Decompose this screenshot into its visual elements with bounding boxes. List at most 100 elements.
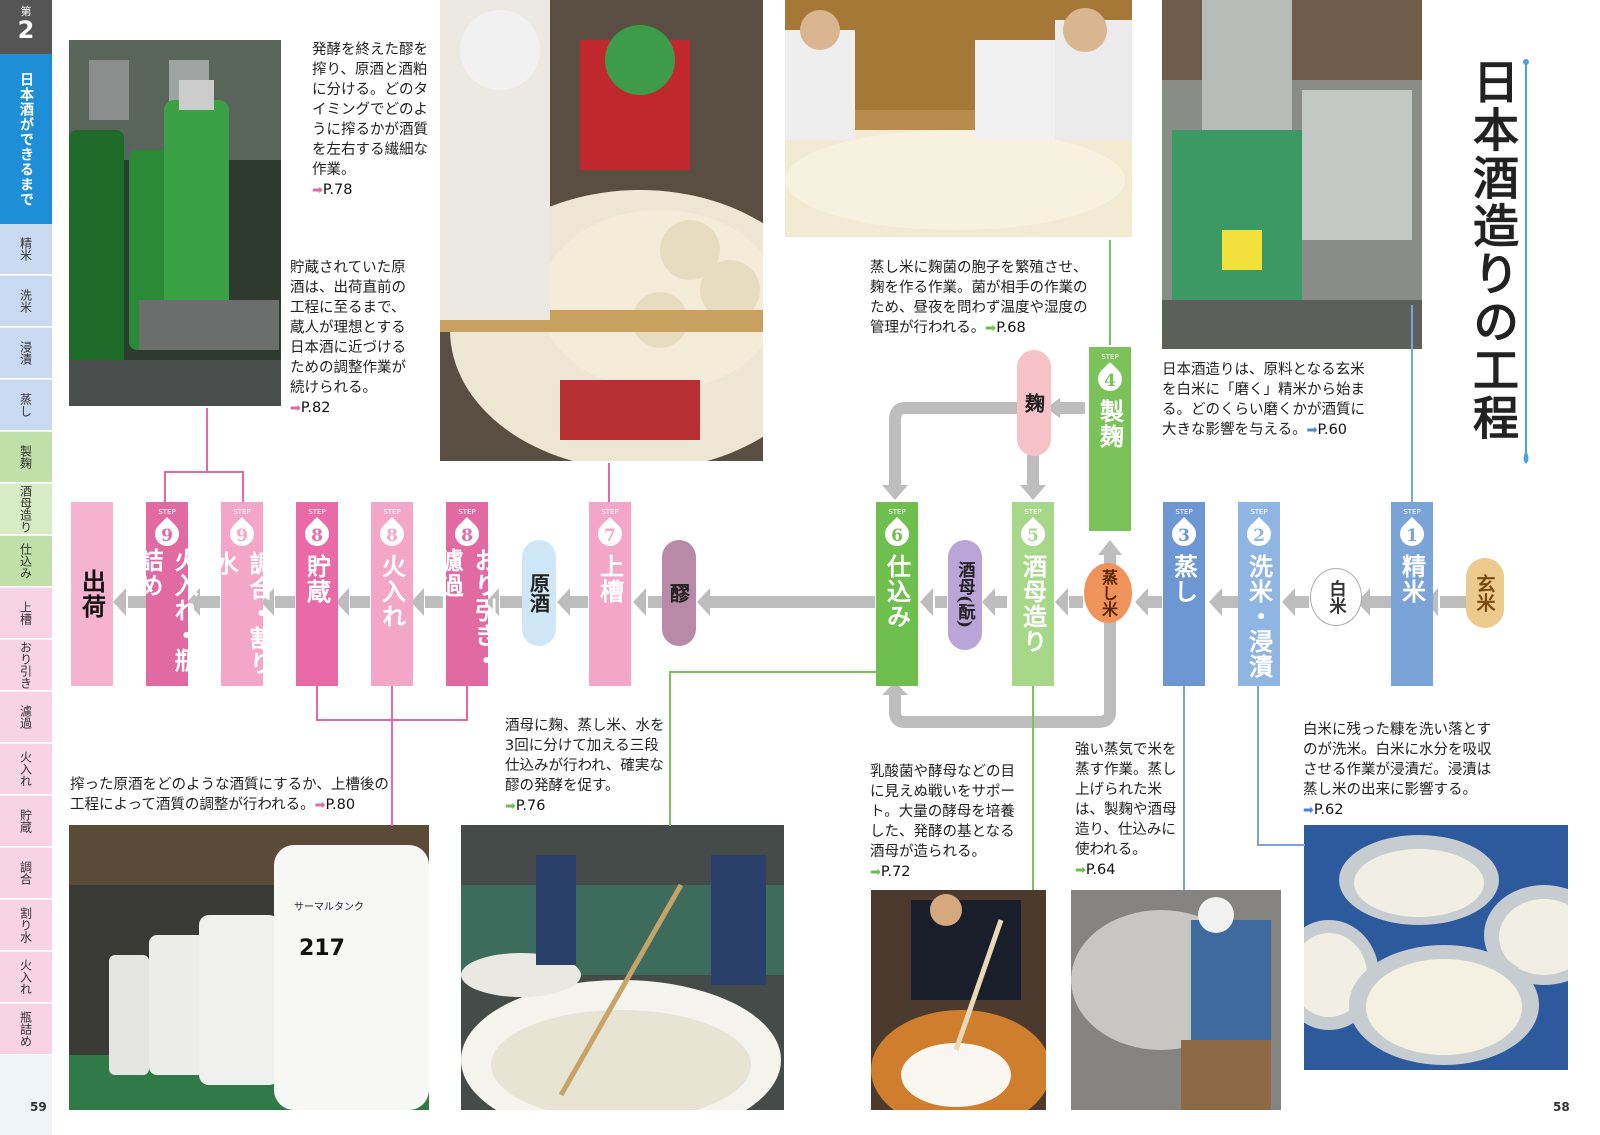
drop-icon: STEP 9 <box>150 508 184 551</box>
tab-index-item[interactable]: 洗米 <box>0 276 52 327</box>
tab-index-item[interactable]: 仕込み <box>0 536 52 587</box>
arrow-right-icon: ➡ <box>1306 423 1318 438</box>
ref-mushi-label: P.64 <box>1085 862 1116 878</box>
page-title: 日本酒造りの工程 <box>1466 58 1520 442</box>
drop-icon: STEP 1 <box>1395 508 1429 551</box>
chapter-title[interactable]: 日本酒ができるまで <box>0 54 52 224</box>
arrow-right-icon: ➡ <box>985 321 997 336</box>
tab-index-item[interactable]: おり引き <box>0 640 52 691</box>
step-tag: STEP <box>1101 353 1119 361</box>
tab-index-item[interactable]: 濾過 <box>0 692 52 743</box>
ref-mushi[interactable]: ➡P.64 <box>1075 862 1115 878</box>
tab-index-item[interactable]: 火入れ <box>0 952 52 1003</box>
step-number: 3 <box>1178 526 1190 546</box>
step-label: 酒母造り <box>1018 554 1048 654</box>
ref-chogo-label: P.80 <box>325 797 356 813</box>
step-tag: STEP <box>888 508 906 516</box>
tab-index-item[interactable]: 割り水 <box>0 900 52 951</box>
tab-index-item[interactable]: 調合 <box>0 848 52 899</box>
step-tag: STEP <box>233 508 251 516</box>
photo-storage-tanks: サーマルタンク 217 <box>69 825 429 1110</box>
text-seikiku-body: 蒸し米に麹菌の胞子を繁殖させ、麹を作る作業。菌が相手の作業のため、昼夜を問わず温… <box>870 260 1088 336</box>
photo-mashing-tank <box>461 825 784 1110</box>
ref-seimai-label: P.60 <box>1317 422 1348 438</box>
step-number: 8 <box>386 526 398 546</box>
page-number-left: 59 <box>30 1100 47 1114</box>
tab-index-item[interactable]: 精米 <box>0 224 52 275</box>
step-number: 9 <box>236 526 248 546</box>
text-seikiku: 蒸し米に麹菌の胞子を繁殖させ、麹を作る作業。菌が相手の作業のため、昼夜を問わず温… <box>870 258 1098 339</box>
text-shikomi: 酒母に麹、蒸し米、水を3回に分けて加える三段仕込みが行われ、確実な醪の発酵を促す… <box>505 716 665 817</box>
text-chozo-body: 貯蔵されていた原酒は、出荷直前の工程に至るまで、蔵人が理想とする日本酒に近づける… <box>290 260 406 396</box>
step-label: 洗米・浸漬 <box>1244 554 1274 679</box>
text-chogo: 搾った原酒をどのような酒質にするか、上槽後の工程によって酒質の調整が行われる。➡… <box>70 775 390 816</box>
node-shubo: 酒母(酛) <box>948 540 982 650</box>
text-shikomi-body: 酒母に麹、蒸し米、水を3回に分けて加える三段仕込みが行われ、確実な醪の発酵を促す… <box>505 718 665 794</box>
step-label: 調合・割り水 <box>210 551 274 676</box>
step-box: STEP 9 調合・割り水 <box>210 502 274 686</box>
ref-shikomi[interactable]: ➡P.76 <box>505 798 545 814</box>
step-label: 火入れ <box>377 554 407 629</box>
node-koji: 麹 <box>1017 350 1051 456</box>
tab-index-item[interactable]: 浸漬 <box>0 328 52 379</box>
text-seimai: 日本酒造りは、原料となる玄米を白米に「磨く」精米から始まる。どのくらい磨くかが酒… <box>1162 360 1376 441</box>
text-shubo-body: 乳酸菌や酵母などの目に見えぬ戦いをサポート。大量の酵母を培養した、発酵の基となる… <box>870 764 1015 860</box>
text-chozo: 貯蔵されていた原酒は、出荷直前の工程に至るまで、蔵人が理想とする日本酒に近づける… <box>290 258 408 419</box>
ref-shubo[interactable]: ➡P.72 <box>870 864 910 880</box>
arrow-right-icon: ➡ <box>290 401 301 416</box>
ref-chogo[interactable]: ➡P.80 <box>315 797 355 813</box>
chapter-number-badge: 第 2 <box>0 0 52 54</box>
ref-shikomi-label: P.76 <box>515 798 546 814</box>
node-hakumai: 白米 <box>1310 568 1362 626</box>
text-mushi-body: 強い蒸気で米を蒸す作業。蒸し上げられた米は、製麹や酒母造り、仕込みに使われる。 <box>1075 742 1177 858</box>
ref-jozo[interactable]: ➡P.78 <box>312 182 352 198</box>
text-shubo: 乳酸菌や酵母などの目に見えぬ戦いをサポート。大量の酵母を培養した、発酵の基となる… <box>870 762 1018 883</box>
tab-index-item[interactable]: 瓶詰め <box>0 1004 52 1055</box>
ref-seimai[interactable]: ➡P.60 <box>1307 422 1347 438</box>
step-tag: STEP <box>1403 508 1421 516</box>
step-tag: STEP <box>158 508 176 516</box>
tab-index-item[interactable]: 製麹 <box>0 432 52 483</box>
tank-number-label: 217 <box>299 936 345 961</box>
arrow-right-icon: ➡ <box>1303 803 1314 818</box>
ref-senmai[interactable]: ➡P.62 <box>1303 802 1343 818</box>
step-number: 1 <box>1406 526 1418 546</box>
step-number: 8 <box>461 526 473 546</box>
tank-name-label: サーマルタンク <box>294 901 364 913</box>
ref-seikiku[interactable]: ➡P.68 <box>985 320 1025 336</box>
step-tag: STEP <box>601 508 619 516</box>
step-number: 9 <box>161 526 173 546</box>
node-shukka-label: 出荷 <box>77 569 107 619</box>
step-number: 4 <box>1104 371 1116 391</box>
step-label: 蒸し <box>1169 554 1199 604</box>
step-label: 製麹 <box>1095 399 1125 449</box>
step-label: 仕込み <box>882 554 912 629</box>
tab-index-item[interactable]: 火入れ <box>0 744 52 795</box>
text-mushi: 強い蒸気で米を蒸す作業。蒸し上げられた米は、製麹や酒母造り、仕込みに使われる。 … <box>1075 740 1179 881</box>
page-number-right: 58 <box>1553 1100 1570 1114</box>
tab-index-item[interactable]: 上槽 <box>0 588 52 639</box>
node-genmai: 玄米 <box>1466 558 1504 628</box>
arrow-right-icon: ➡ <box>312 183 323 198</box>
ref-chozo[interactable]: ➡P.82 <box>290 400 330 416</box>
text-jozo-body: 発酵を終えた醪を搾り、原酒と酒粕に分ける。どのタイミングでどのように搾るかが酒質… <box>312 42 428 178</box>
ref-chozo-label: P.82 <box>300 400 331 416</box>
tab-index-item[interactable]: 酒母造り <box>0 484 52 535</box>
tab-index-item[interactable]: 蒸し <box>0 380 52 431</box>
step-number: 8 <box>311 526 323 546</box>
tab-index-item[interactable]: 貯蔵 <box>0 796 52 847</box>
